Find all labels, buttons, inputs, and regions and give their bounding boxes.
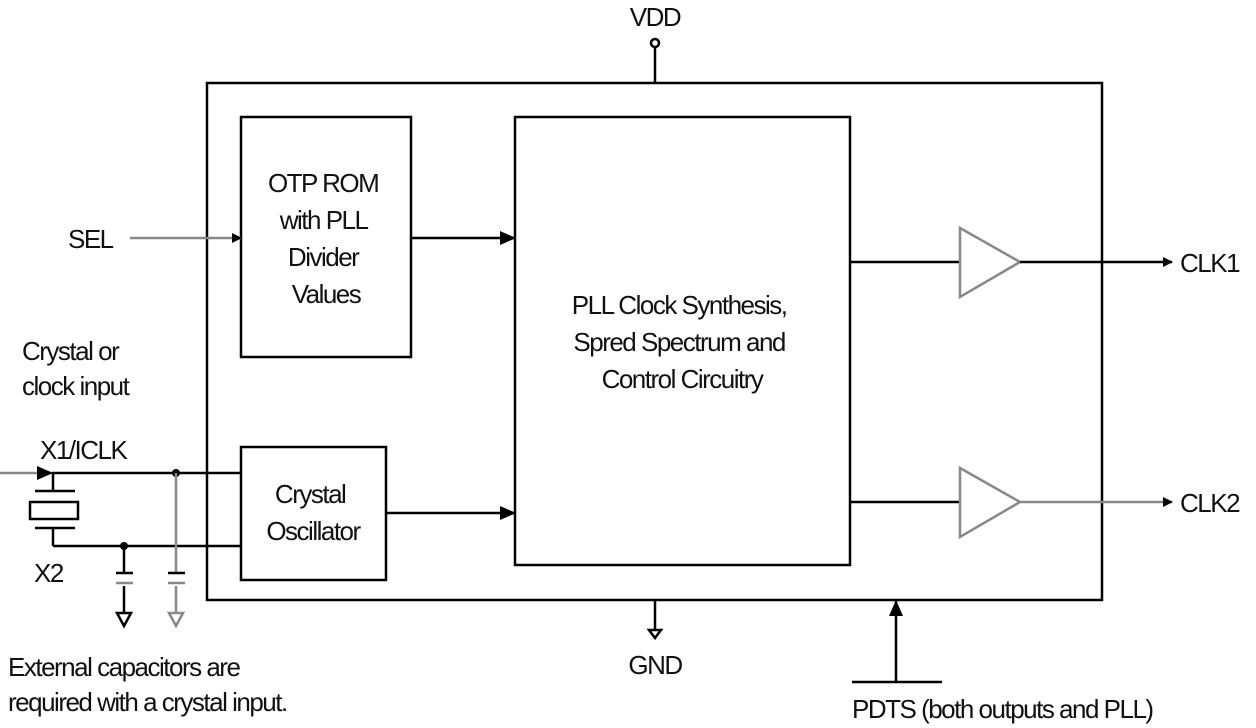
- osc-line: Oscillator: [266, 516, 361, 546]
- crystal-icon: [28, 473, 80, 546]
- vdd-label: VDD: [630, 2, 681, 32]
- osc-line: Crystal: [275, 479, 346, 509]
- crystal-oscillator-block: [239, 445, 388, 582]
- pdts-label: PDTS (both outputs and PLL): [852, 694, 1153, 724]
- otp-line: OTP ROM: [268, 168, 378, 198]
- x2-label: X2: [34, 558, 64, 588]
- buffer1-icon: [958, 225, 1023, 300]
- capacitor-note: External capacitors are required with a …: [8, 652, 287, 717]
- pll-line: Spred Spectrum and: [573, 327, 785, 357]
- pll-block: [513, 115, 852, 567]
- x1-label: X1/ICLK: [40, 435, 128, 465]
- otp-line: Values: [292, 279, 362, 309]
- sel-label: SEL: [68, 224, 114, 254]
- pll-line: PLL Clock Synthesis,: [572, 290, 787, 320]
- otp-line: with PLL: [279, 205, 369, 235]
- vdd-pin-icon: [649, 37, 661, 49]
- gnd-label: GND: [628, 650, 682, 680]
- input-note-line: clock input: [22, 371, 131, 401]
- otp-line: Divider: [288, 242, 360, 272]
- gnd-icon: [646, 628, 664, 641]
- capacitor-note-line: External capacitors are: [8, 652, 240, 682]
- buffer2-icon: [958, 465, 1023, 540]
- capacitor-x1-icon: [166, 473, 186, 629]
- otp-rom-block: [239, 115, 413, 359]
- input-note: Crystal or clock input: [22, 336, 131, 401]
- otp-rom-label: OTP ROM with PLL Divider Values: [268, 168, 384, 309]
- pll-label: PLL Clock Synthesis, Spred Spectrum and …: [572, 290, 792, 394]
- clk1-label: CLK1: [1180, 248, 1240, 278]
- clk2-label: CLK2: [1180, 488, 1240, 518]
- capacitor-note-line: required with a crystal input.: [8, 687, 287, 717]
- input-note-line: Crystal or: [22, 336, 120, 366]
- capacitor-x2-icon: [114, 546, 134, 629]
- pll-line: Control Circuitry: [602, 364, 764, 394]
- oscillator-label: Crystal Oscillator: [266, 479, 361, 546]
